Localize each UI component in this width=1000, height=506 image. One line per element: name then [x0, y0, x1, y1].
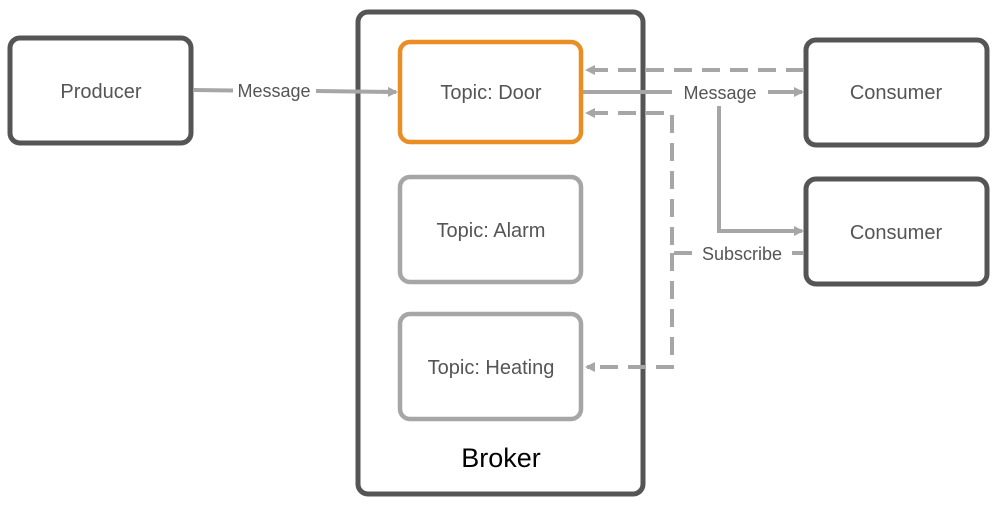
consumer-box-1: [803, 37, 990, 148]
deliver-line-c: [717, 106, 804, 236]
producer-box: [7, 35, 194, 146]
topic-heating-label: Topic: Heating: [428, 357, 555, 379]
deliver-edge: Message: [583, 83, 804, 236]
subscribe-label: Subscribe: [702, 244, 782, 264]
topic-alarm-box: [397, 174, 584, 285]
subscribe-label-bg: [692, 240, 792, 266]
consumer-box-2: [803, 176, 990, 287]
topic-door-box: [397, 39, 584, 145]
consumer-label-1: Consumer: [850, 82, 943, 104]
consumer-label-2: Consumer: [850, 222, 943, 244]
topic-heating-node: Topic: Heating: [397, 311, 584, 422]
subscribe-edge-2: Subscribe: [585, 108, 804, 372]
publish-edge: Message: [192, 81, 398, 101]
producer-node: Producer: [7, 35, 194, 146]
publish-line-a: [192, 88, 234, 93]
subscribe-line-2b: [585, 253, 674, 372]
topic-door-label: Topic: Door: [440, 82, 541, 104]
publish-label: Message: [237, 81, 310, 101]
publish-line-b: [315, 86, 398, 97]
producer-label: Producer: [60, 81, 141, 103]
broker-label: Broker: [461, 443, 541, 473]
topic-heating-box: [397, 311, 584, 422]
consumer-node-2: Consumer: [803, 176, 990, 287]
topic-door-node: Topic: Door: [397, 39, 584, 145]
topic-alarm-label: Topic: Alarm: [437, 220, 546, 242]
consumer-node-1: Consumer: [803, 37, 990, 148]
deliver-label: Message: [683, 83, 756, 103]
topic-alarm-node: Topic: Alarm: [397, 174, 584, 285]
